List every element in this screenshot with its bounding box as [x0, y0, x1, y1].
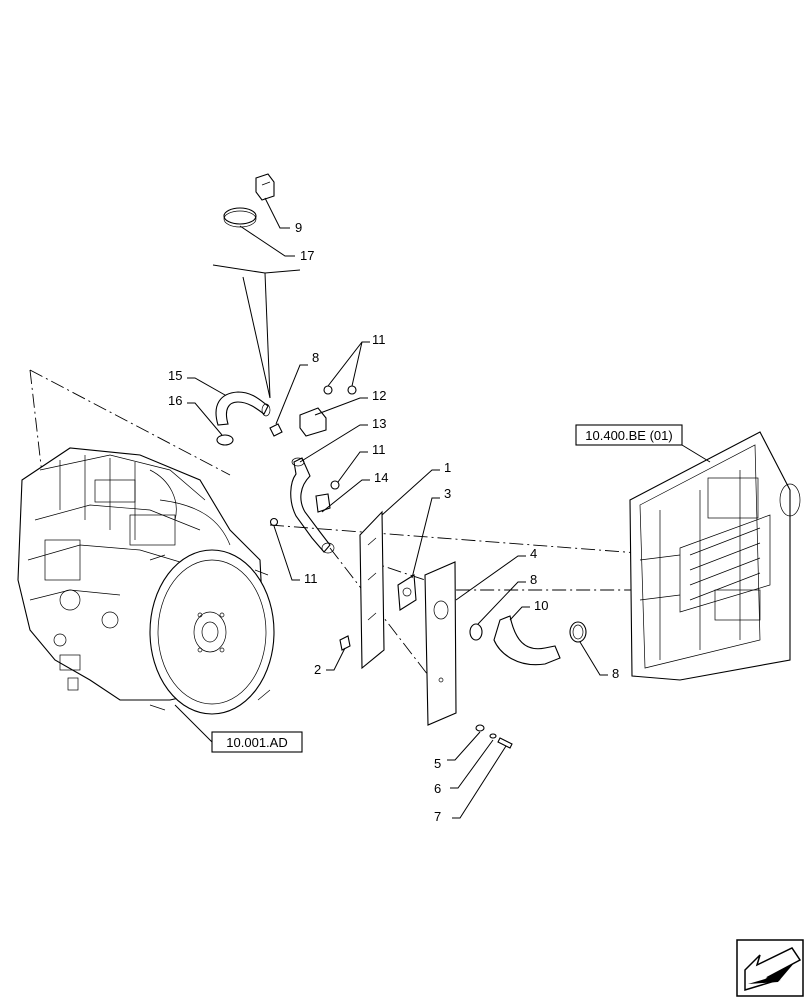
callout-8-top: 8 [312, 350, 319, 365]
callout-16: 16 [168, 393, 182, 408]
part-8-ring-mid [469, 623, 483, 641]
part-12-bracket [299, 407, 327, 437]
part-4-plate [424, 561, 457, 726]
part-15-hose [215, 391, 271, 426]
engine-assembly [17, 369, 275, 715]
engine-reference-label[interactable]: 10.001.AD [174, 704, 303, 753]
callout-3: 3 [444, 486, 451, 501]
callout-15: 15 [168, 368, 182, 383]
next-page-arrow-icon[interactable] [736, 939, 804, 997]
callout-17: 17 [300, 248, 314, 263]
part-1-plate [359, 510, 385, 670]
callout-8-mid: 8 [530, 572, 537, 587]
callout-1: 1 [444, 460, 451, 475]
part-5-6-7-hardware [475, 724, 513, 749]
part-3-gasket [397, 574, 417, 611]
callout-13: 13 [372, 416, 386, 431]
callout-5: 5 [434, 756, 441, 771]
part-17-clamp [223, 207, 257, 228]
part-16-clamp [216, 434, 234, 446]
part-11-nuts [269, 385, 357, 527]
part-2-bolt [339, 635, 351, 651]
callout-11-top: 11 [372, 332, 386, 347]
part-10-hose [493, 615, 561, 666]
part-13-14-hose [290, 457, 335, 554]
part-9-clip [255, 173, 275, 201]
callout-7: 7 [434, 809, 441, 824]
radiator-assembly [629, 431, 801, 681]
radiator-reference-label[interactable]: 10.400.BE (01) [575, 424, 711, 463]
radiator-reference-text: 10.400.BE (01) [585, 428, 672, 443]
callout-8-right: 8 [612, 666, 619, 681]
callout-11-mid: 11 [372, 442, 386, 457]
callout-4: 4 [530, 546, 537, 561]
part-8-ring-right [569, 621, 587, 643]
callout-9: 9 [295, 220, 302, 235]
callout-14: 14 [374, 470, 388, 485]
callout-12: 12 [372, 388, 386, 403]
callout-11-low: 11 [304, 571, 318, 586]
callout-10: 10 [534, 598, 548, 613]
callout-6: 6 [434, 781, 441, 796]
callout-2: 2 [314, 662, 321, 677]
engine-reference-text: 10.001.AD [226, 735, 287, 750]
part-8-fitting-top [269, 423, 283, 437]
